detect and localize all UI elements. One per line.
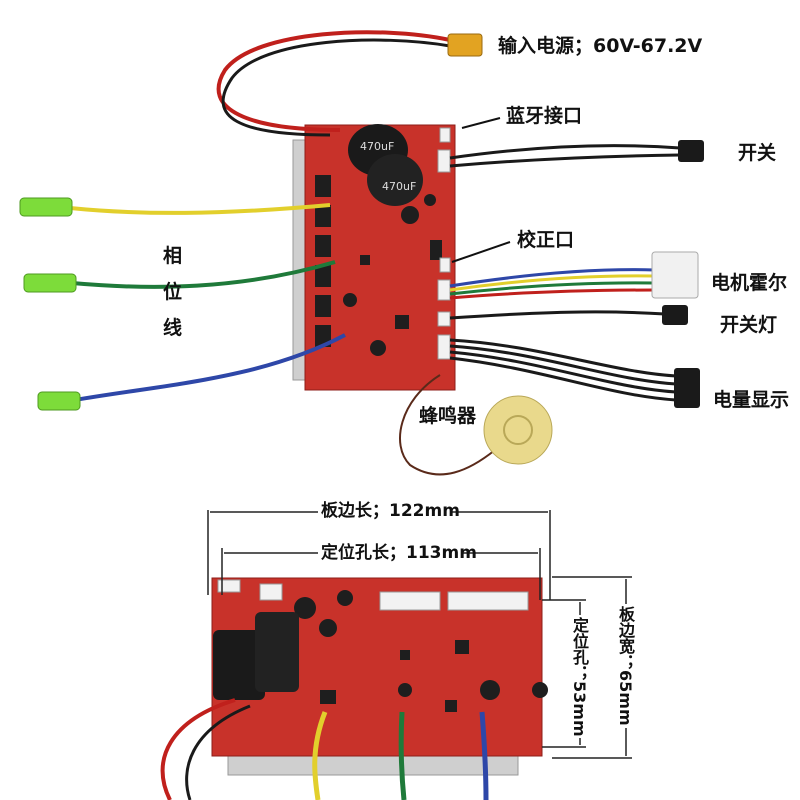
label-board-width: 板边宽；65mm <box>616 606 635 726</box>
label-switch: 开关 <box>738 142 777 164</box>
phase-connector-blue <box>37 391 81 411</box>
label-board-length: 板边长；122mm <box>321 501 460 521</box>
phase-wire-blue <box>74 333 346 402</box>
bottom-wire-green <box>398 711 407 800</box>
bottom-capacitors <box>213 612 299 700</box>
phase-wire-yellow <box>69 203 331 215</box>
hall-wires <box>449 268 656 288</box>
bottom-wire-red <box>160 698 236 800</box>
bottom-wire-blue <box>479 711 489 800</box>
battery-display-connector <box>674 368 700 408</box>
label-battery-display: 电量显示 <box>713 389 790 411</box>
bluetooth-pointer <box>461 117 501 129</box>
power-wire-black <box>221 38 451 137</box>
switch-light-connector <box>662 305 688 325</box>
label-bluetooth-port: 蓝牙接口 <box>506 105 583 127</box>
label-motor-hall: 电机霍尔 <box>711 272 788 294</box>
xt60-connector <box>447 33 483 57</box>
capacitor-marking: 470uF <box>382 180 416 193</box>
label-hole-width: 定位孔；53mm <box>570 617 589 737</box>
hall-wire-yellow <box>449 274 656 292</box>
power-wire-red <box>216 30 451 132</box>
label-calibration-port: 校正口 <box>517 229 575 251</box>
hall-wire-red <box>449 288 656 300</box>
calibration-pointer <box>451 241 511 263</box>
phase-connector-green <box>23 273 77 293</box>
switch-wire <box>449 144 681 160</box>
hall-wire-green <box>449 281 656 296</box>
top-pcb-connectors <box>437 127 451 360</box>
phase-connector-yellow <box>19 197 73 217</box>
label-hole-length: 定位孔长；113mm <box>321 543 477 563</box>
label-phase-line-2: 位 <box>163 281 183 303</box>
capacitor-marking: 470uF <box>360 140 394 153</box>
label-phase-line-3: 线 <box>163 317 183 339</box>
top-capacitors: 470uF 470uF <box>348 124 423 206</box>
battery-display-wires <box>449 338 677 402</box>
label-power-input: 输入电源；60V-67.2V <box>498 35 703 57</box>
label-buzzer: 蜂鸣器 <box>419 405 477 427</box>
bottom-wire-yellow <box>312 711 328 800</box>
hall-connector <box>651 251 699 299</box>
label-phase-line-1: 相 <box>163 245 183 267</box>
bottom-pcb-components <box>294 590 548 712</box>
phase-wire-green <box>71 260 336 289</box>
label-switch-light: 开关灯 <box>720 314 778 336</box>
top-pcb-components <box>315 175 442 356</box>
switch-wire-2 <box>449 153 681 168</box>
switch-light-wire <box>449 310 666 320</box>
bottom-wire-black <box>185 704 251 800</box>
dimension-lines <box>207 510 632 759</box>
switch-connector <box>678 140 704 162</box>
buzzer-ring <box>503 415 533 445</box>
bottom-pcb-connectors <box>217 579 529 611</box>
buzzer <box>483 395 553 465</box>
buzzer-wire <box>399 374 496 476</box>
